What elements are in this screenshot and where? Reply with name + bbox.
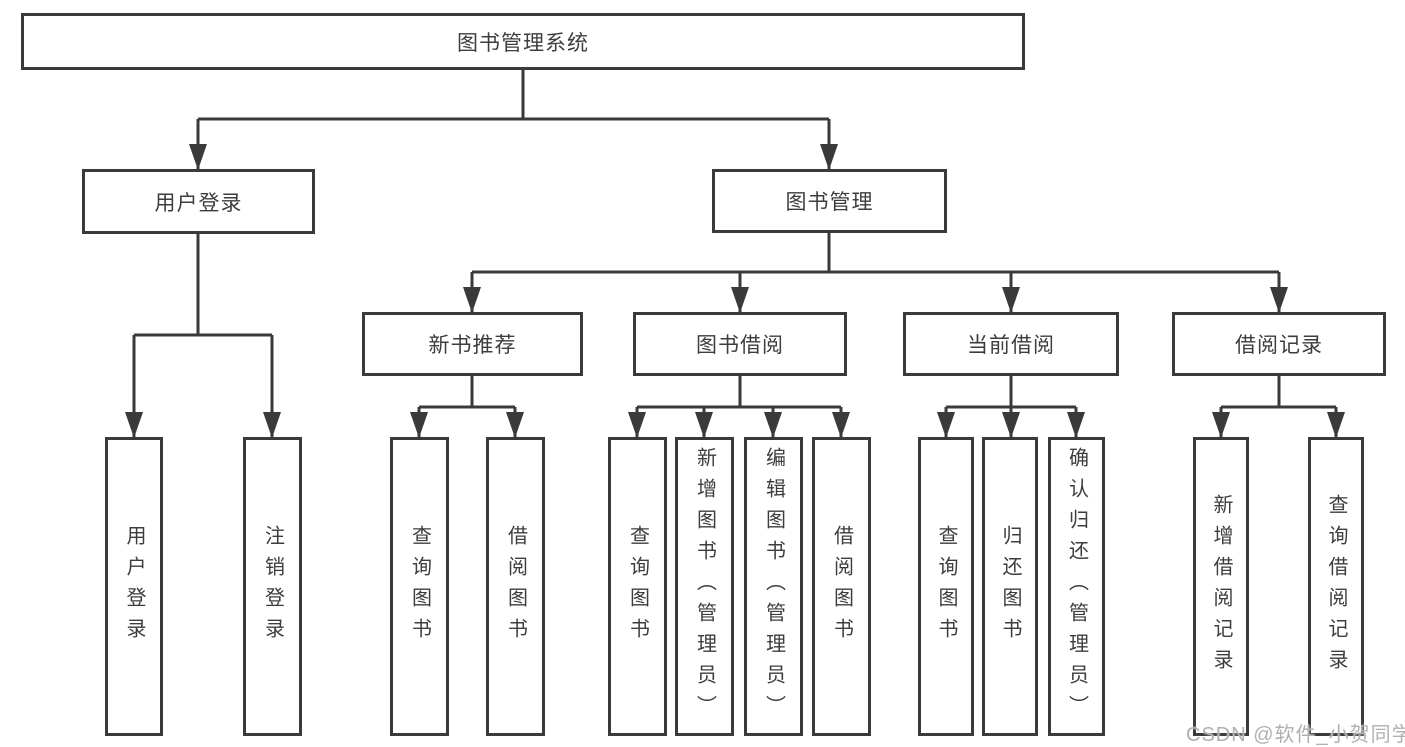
leaf-return-books: 归还图书 (982, 437, 1038, 736)
node-borrow-records: 借阅记录 (1172, 312, 1386, 376)
leaf-add-borrow-record: 新增借阅记录 (1193, 437, 1249, 736)
leaf-borrow-books: 借阅图书 (812, 437, 871, 736)
node-book-management: 图书管理 (712, 169, 947, 233)
leaf-query-borrow-record: 查询借阅记录 (1308, 437, 1364, 736)
leaf-borrow-books-recommend: 借阅图书 (486, 437, 545, 736)
node-library-system: 图书管理系统 (21, 13, 1025, 70)
node-book-borrow: 图书借阅 (633, 312, 847, 376)
leaf-add-book-admin: 新增图书（管理员） (675, 437, 734, 736)
node-current-borrow: 当前借阅 (903, 312, 1119, 376)
leaf-logout: 注销登录 (243, 437, 302, 736)
node-new-book-recommend: 新书推荐 (362, 312, 583, 376)
leaf-confirm-return-admin: 确认归还（管理员） (1048, 437, 1105, 736)
arrowheads (125, 144, 1345, 438)
leaf-query-books-current: 查询图书 (918, 437, 974, 736)
leaf-user-login: 用户登录 (105, 437, 163, 736)
leaf-query-books-borrow: 查询图书 (608, 437, 667, 736)
node-user-login: 用户登录 (82, 169, 315, 234)
leaf-query-books-recommend: 查询图书 (390, 437, 449, 736)
leaf-edit-book-admin: 编辑图书（管理员） (744, 437, 803, 736)
csdn-watermark: CSDN @软件_小贺同学 (1186, 724, 1405, 746)
